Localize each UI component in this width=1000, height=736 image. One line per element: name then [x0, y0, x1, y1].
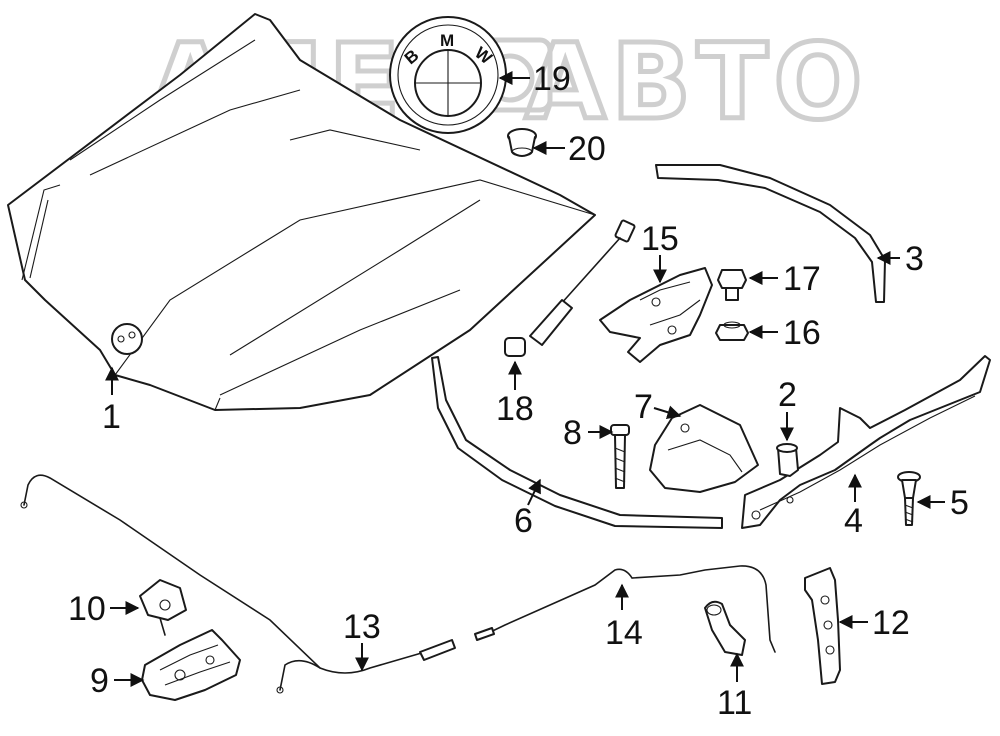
callout-3: 3: [905, 240, 924, 278]
callout-6: 6: [514, 502, 533, 540]
grommet: [507, 128, 537, 157]
callout-10: 10: [68, 590, 106, 628]
callout-13: 13: [343, 608, 381, 646]
callout-17: 17: [783, 260, 821, 298]
callout-11: 11: [717, 684, 752, 722]
callout-4: 4: [844, 502, 863, 540]
seal-strip-lower: [431, 356, 723, 529]
release-cable: [20, 474, 456, 694]
bracket-12: [804, 567, 841, 685]
callout-14: 14: [605, 614, 643, 652]
roundel-badge: B M W: [389, 16, 507, 134]
callout-16: 16: [783, 314, 821, 352]
leader-arrows: [105, 71, 945, 687]
hood-panel: [7, 13, 596, 411]
callout-5: 5: [950, 484, 969, 522]
clip-2: [776, 443, 799, 477]
nut-17: [717, 269, 747, 301]
callout-18: 18: [496, 390, 534, 428]
callout-2: 2: [778, 376, 797, 414]
badge-letter-m: M: [440, 31, 454, 50]
callout-8: 8: [563, 414, 582, 452]
callout-12: 12: [872, 604, 910, 642]
release-cable-front: [474, 565, 776, 653]
callout-7: 7: [634, 388, 653, 426]
latch-bracket: [139, 579, 187, 636]
hood-lock: [141, 629, 241, 701]
callout-labels: 1 2 3 4 5 6 7 8 9 10 11 12 13 14 15 16 1…: [68, 60, 969, 722]
nut-16: [715, 321, 749, 341]
callout-19: 19: [533, 60, 571, 98]
buffer-11: [704, 600, 746, 656]
callout-15: 15: [641, 220, 679, 258]
callout-1: 1: [102, 398, 121, 436]
bolt-5: [897, 471, 921, 526]
bolt-8: [610, 424, 630, 489]
gas-strut: [504, 219, 636, 357]
callout-20: 20: [568, 130, 606, 168]
seal-strip-upper: [655, 164, 886, 303]
hood-hinge: [599, 267, 713, 363]
cover-plate: [649, 404, 759, 493]
hinge-bracket-rail: [741, 355, 991, 529]
callout-9: 9: [90, 662, 109, 700]
